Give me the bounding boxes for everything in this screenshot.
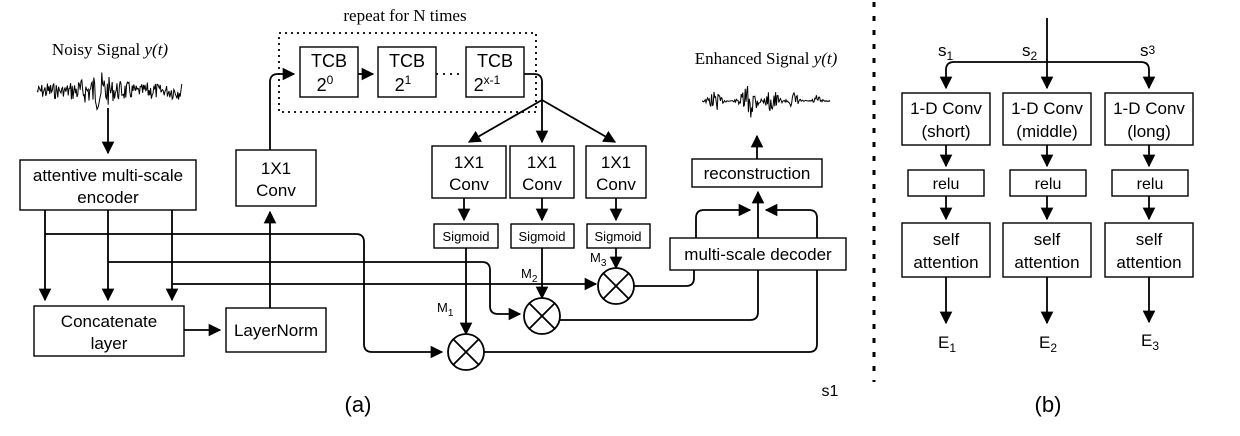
decoder-box (669, 237, 847, 271)
sigmoid-label-1: Sigmoid (443, 229, 490, 244)
layernorm-label: LayerNorm (234, 321, 318, 340)
conv1d-short-label-2: (short) (921, 122, 970, 141)
decoder-label: multi-scale decoder (684, 245, 832, 264)
attention-3-label-2: attention (1116, 253, 1181, 272)
tcb-2-name: TCB (389, 51, 425, 71)
tcb-block-2 (377, 46, 437, 98)
conv-left-label-1: 1X1 (261, 159, 291, 178)
multiply-node-3 (597, 267, 635, 305)
output-label-2: E2 (1039, 333, 1057, 355)
conv-left-box (235, 149, 317, 207)
relu-label-2: relu (1035, 176, 1062, 193)
conv1d-long-label-2: (long) (1127, 122, 1170, 141)
split-to-conv-1 (939, 61, 955, 90)
reconstruction-box (691, 158, 823, 188)
conv1d-middle-label-2: (middle) (1016, 122, 1077, 141)
relu-box-3 (1111, 169, 1189, 197)
sigmoid-label-3: Sigmoid (595, 229, 642, 244)
concat-label-2: layer (91, 334, 128, 353)
attention-2-label-2: attention (1014, 253, 1079, 272)
attention-box-2 (1002, 222, 1092, 278)
conv-branch-1-label-1: 1X1 (454, 153, 484, 172)
tcb-to-branch-3 (541, 99, 617, 143)
encoder-label-2: encoder (77, 188, 139, 207)
conv-to-tcb (269, 67, 296, 150)
decoder-to-reconstruction-left (695, 203, 752, 238)
scale-label-1: s1 (938, 41, 954, 63)
panel-b-caption: (b) (1035, 392, 1062, 417)
conv-branch-3 (585, 145, 647, 199)
conv-branch-3-label-2: Conv (596, 175, 636, 194)
relu-label-1: relu (933, 176, 960, 193)
tcb-out (524, 73, 543, 100)
noisy-waveform (36, 72, 183, 111)
mult2-to-decoder (560, 268, 759, 321)
conv-branch-1-label-2: Conv (449, 175, 489, 194)
tcb-3-name: TCB (477, 51, 513, 71)
tcb-2-power: 21 (395, 73, 412, 95)
corner-text: s1 (822, 383, 839, 400)
mult1-to-reconstruction (484, 203, 818, 353)
relu-label-3: relu (1137, 176, 1164, 193)
conv-left-label-2: Conv (256, 181, 296, 200)
output-label-3: E3 (1141, 331, 1159, 353)
scale-label-2: s2 (1022, 41, 1038, 63)
concat-box (33, 305, 185, 357)
mult3-to-decoder (634, 268, 695, 287)
tcb-1-name: TCB (311, 51, 347, 71)
tcb-1-power: 20 (317, 73, 334, 95)
attention-2-label-1: self (1034, 230, 1061, 249)
conv1d-middle-label-1: 1-D Conv (1011, 99, 1083, 118)
tcb-block-1 (299, 46, 359, 98)
tcb-to-branch-1 (467, 99, 543, 143)
conv-branch-1 (431, 145, 507, 199)
enhanced-signal-title: Enhanced Signal y(t) (695, 49, 838, 68)
sigmoid-box-1 (433, 223, 499, 249)
conv1d-long-label-1: 1-D Conv (1113, 99, 1185, 118)
scale-label-3: s3 (1140, 41, 1156, 60)
output-label-1: E1 (938, 333, 956, 355)
conv-branch-2-label-1: 1X1 (527, 153, 557, 172)
split-to-conv-3 (1140, 61, 1156, 90)
skip-path-1 (45, 233, 444, 359)
panel-a-caption: (a) (345, 392, 372, 417)
conv-branch-2-label-2: Conv (522, 175, 562, 194)
relu-box-2 (1009, 169, 1087, 197)
tcb-block-3 (465, 46, 525, 98)
encoder-label-1: attentive multi-scale (33, 166, 183, 185)
conv1d-short-box (901, 92, 991, 146)
attention-1-label-2: attention (913, 253, 978, 272)
noisy-signal-title: Noisy Signal y(t) (52, 40, 168, 59)
attention-box-1 (901, 222, 991, 278)
layernorm-box (225, 307, 327, 353)
attention-box-3 (1104, 222, 1194, 278)
multiply-node-2 (523, 297, 561, 335)
mask-label-2: M2 (521, 266, 538, 285)
attention-1-label-1: self (933, 230, 960, 249)
reconstruction-label: reconstruction (704, 164, 811, 183)
conv1d-short-label-1: 1-D Conv (910, 99, 982, 118)
sigmoid-box-3 (586, 223, 651, 249)
mask-label-3: M3 (590, 250, 607, 269)
tcb-3-power: 2x-1 (474, 73, 501, 95)
conv-branch-2 (509, 145, 575, 199)
mask-label-1: M1 (437, 300, 454, 319)
enhanced-waveform (701, 86, 831, 118)
attention-3-label-1: self (1136, 230, 1163, 249)
conv-branch-3-label-1: 1X1 (601, 153, 631, 172)
repeat-label: repeat for N times (343, 6, 466, 25)
sigmoid-label-2: Sigmoid (519, 229, 566, 244)
conv1d-middle-box (1002, 92, 1092, 146)
skip-path-2 (108, 261, 522, 321)
multiply-node-1 (447, 333, 485, 371)
concat-label-1: Concatenate (61, 312, 157, 331)
